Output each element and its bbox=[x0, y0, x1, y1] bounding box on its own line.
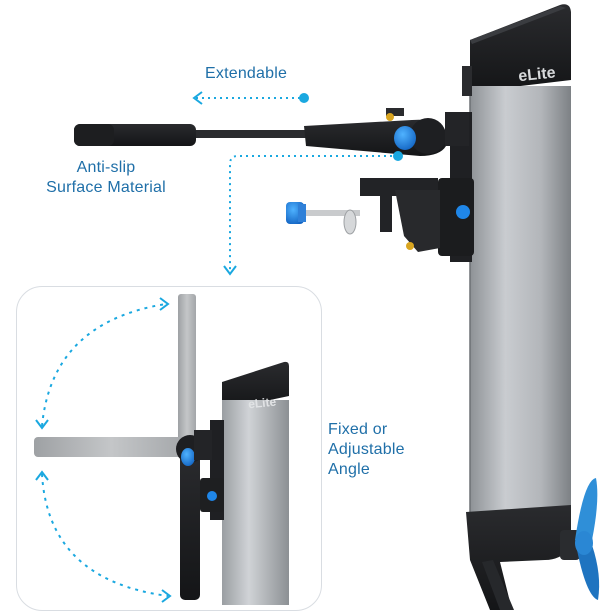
caption-angle: Fixed or Adjustable Angle bbox=[328, 420, 448, 480]
propeller bbox=[575, 478, 600, 600]
caption-anti-slip: Anti-slip Surface Material bbox=[36, 158, 176, 198]
extend-arrow bbox=[192, 91, 309, 105]
caption-extendable: Extendable bbox=[205, 65, 288, 82]
brand-logo: eLite bbox=[517, 64, 556, 85]
caption-angle-line2: Adjustable bbox=[328, 441, 405, 458]
inset-connector-arrow bbox=[223, 151, 403, 276]
caption-angle-line1: Fixed or bbox=[328, 421, 388, 438]
inset-motor: eLite bbox=[200, 361, 289, 605]
inset-tiller-down bbox=[176, 430, 212, 600]
inset-brand-logo: eLite bbox=[247, 395, 277, 412]
mount-bracket bbox=[360, 66, 474, 262]
motor-head bbox=[470, 4, 571, 92]
motor-shaft bbox=[470, 86, 571, 516]
inset-tiller-ghost-horizontal bbox=[34, 437, 188, 457]
clamp-screw bbox=[286, 202, 360, 235]
angle-arrow-upper bbox=[35, 297, 170, 430]
angle-arrow-lower bbox=[35, 470, 172, 603]
tiller-handle bbox=[74, 108, 469, 156]
inset-tiller-ghost-vertical bbox=[178, 294, 196, 444]
caption-anti-slip-line2: Surface Material bbox=[46, 179, 166, 196]
caption-angle-line3: Angle bbox=[328, 461, 370, 478]
caption-anti-slip-line1: Anti-slip bbox=[76, 159, 136, 176]
lower-unit bbox=[466, 505, 580, 610]
